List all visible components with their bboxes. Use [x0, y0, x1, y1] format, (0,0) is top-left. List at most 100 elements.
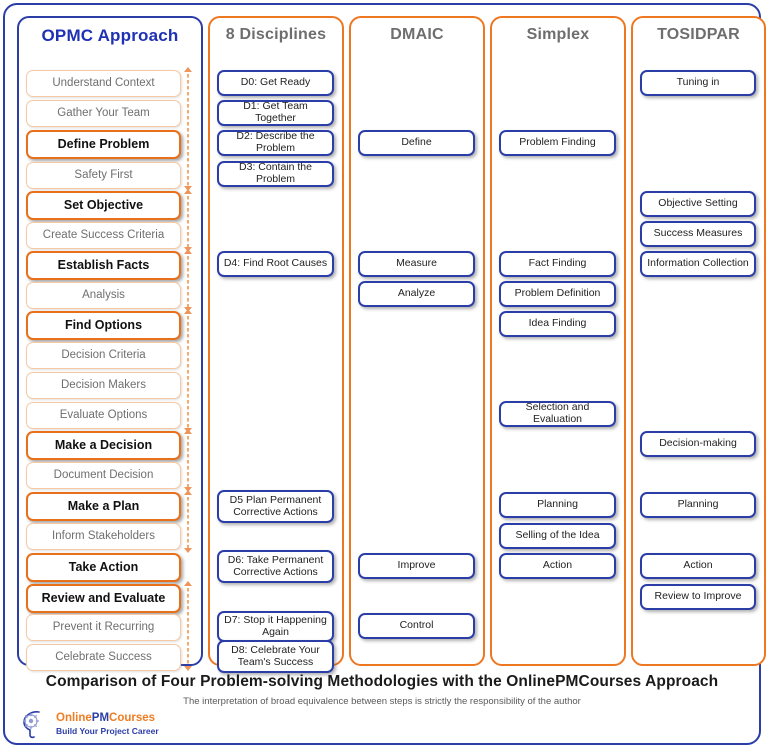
step-box[interactable]: Review and Evaluate	[26, 584, 181, 613]
column-title-opmc: OPMC Approach	[41, 26, 179, 45]
step-label: Measure	[396, 257, 437, 270]
step-label: Celebrate Success	[55, 651, 152, 664]
step-box[interactable]: Set Objective	[26, 191, 181, 220]
step-box[interactable]: Inform Stakeholders	[26, 523, 181, 550]
step-label: Gather Your Team	[57, 107, 150, 120]
step-label: Information Collection	[647, 257, 749, 270]
step-box[interactable]: Action	[499, 553, 616, 579]
step-box[interactable]: Selling of the Idea	[499, 523, 616, 549]
step-label: Prevent it Recurring	[52, 621, 155, 634]
step-box[interactable]: Review to Improve	[640, 584, 756, 610]
step-box[interactable]: D4: Find Root Causes	[217, 251, 334, 277]
step-box[interactable]: Safety First	[26, 162, 181, 189]
step-box[interactable]: Decision Makers	[26, 372, 181, 399]
step-label: Define Problem	[57, 136, 150, 151]
step-box[interactable]: Take Action	[26, 553, 181, 582]
step-label: Action	[542, 559, 573, 572]
step-box[interactable]: Measure	[358, 251, 475, 277]
step-box[interactable]: Planning	[499, 492, 616, 518]
step-label: Selection and Evaluation	[525, 401, 590, 425]
step-box[interactable]: Define Problem	[26, 130, 181, 159]
column-title-eight-disciplines: 8 Disciplines	[225, 26, 327, 43]
step-box[interactable]: Action	[640, 553, 756, 579]
step-box[interactable]: Document Decision	[26, 462, 181, 489]
step-box[interactable]: Improve	[358, 553, 475, 579]
step-box[interactable]: Selection and Evaluation	[499, 401, 616, 427]
step-box[interactable]: D1: Get Team Together	[217, 100, 334, 126]
dashed-double-arrow-icon	[184, 490, 192, 553]
step-box[interactable]: Decision-making	[640, 431, 756, 457]
figure-caption-title: Comparison of Four Problem-solving Metho…	[45, 673, 719, 690]
step-label: D8: Celebrate Your Team's Success	[231, 643, 320, 668]
step-box[interactable]: D8: Celebrate Your Team's Success	[217, 640, 334, 673]
logo-tagline: Build Your Project Career	[56, 725, 159, 736]
step-label: Review and Evaluate	[41, 590, 166, 605]
dashed-double-arrow-icon	[184, 67, 192, 191]
step-label: Selling of the Idea	[515, 529, 600, 542]
head-gear-icon	[22, 711, 40, 739]
step-label: Evaluate Options	[59, 409, 148, 422]
step-box[interactable]: Problem Definition	[499, 281, 616, 307]
step-box[interactable]: Analyze	[358, 281, 475, 307]
step-box[interactable]: D2: Describe the Problem	[217, 130, 334, 156]
step-label: Take Action	[68, 559, 139, 574]
step-box[interactable]: Gather Your Team	[26, 100, 181, 127]
step-label: Make a Plan	[67, 498, 140, 513]
logo-word-online: Online	[56, 712, 92, 724]
step-box[interactable]: Understand Context	[26, 70, 181, 97]
step-box[interactable]: Success Measures	[640, 221, 756, 247]
step-label: Problem Definition	[514, 287, 601, 300]
step-label: Safety First	[74, 169, 133, 182]
step-box[interactable]: Planning	[640, 492, 756, 518]
figure-caption-subtitle: The interpretation of broad equivalence …	[183, 696, 581, 707]
step-box[interactable]: Information Collection	[640, 251, 756, 277]
step-label: Planning	[677, 498, 719, 511]
step-label: Action	[683, 559, 713, 572]
step-box[interactable]: Idea Finding	[499, 311, 616, 337]
step-label: Document Decision	[53, 469, 154, 482]
step-box[interactable]: Fact Finding	[499, 251, 616, 277]
step-box[interactable]: Analysis	[26, 282, 181, 309]
step-box[interactable]: Tuning in	[640, 70, 756, 96]
step-box[interactable]: Control	[358, 613, 475, 639]
step-box[interactable]: Prevent it Recurring	[26, 614, 181, 641]
step-box[interactable]: D3: Contain the Problem	[217, 161, 334, 187]
step-box[interactable]: Make a Plan	[26, 492, 181, 521]
step-box[interactable]: Define	[358, 130, 475, 156]
step-label: D7: Stop it Happening Again	[224, 613, 327, 638]
step-box[interactable]: D0: Get Ready	[217, 70, 334, 96]
step-box[interactable]: D5 Plan Permanent Corrective Actions	[217, 490, 334, 523]
step-label: D6: Take Permanent Corrective Actions	[227, 553, 324, 578]
step-label: D1: Get Team Together	[243, 100, 308, 124]
dashed-double-arrow-icon	[184, 429, 192, 492]
step-box[interactable]: Evaluate Options	[26, 402, 181, 429]
step-box[interactable]: Establish Facts	[26, 251, 181, 280]
step-box[interactable]: Decision Criteria	[26, 342, 181, 369]
step-label: Control	[399, 619, 434, 632]
step-box[interactable]: Objective Setting	[640, 191, 756, 217]
step-box[interactable]: D7: Stop it Happening Again	[217, 611, 334, 642]
step-box[interactable]: Find Options	[26, 311, 181, 340]
dashed-double-arrow-icon	[184, 189, 192, 252]
onlinepmcourses-logo[interactable]: OnlinePMCourses Build Your Project Caree…	[19, 709, 159, 739]
step-label: Idea Finding	[528, 317, 587, 330]
step-box[interactable]: Celebrate Success	[26, 644, 181, 671]
step-box[interactable]: Problem Finding	[499, 130, 616, 156]
step-label: Define	[401, 136, 432, 149]
step-box[interactable]: Create Success Criteria	[26, 222, 181, 249]
step-label: Problem Finding	[519, 136, 596, 149]
step-label: D4: Find Root Causes	[223, 257, 328, 270]
step-label: Improve	[397, 559, 436, 572]
step-label: Decision Criteria	[61, 349, 146, 362]
step-label: Planning	[537, 498, 578, 511]
step-label: D5 Plan Permanent Corrective Actions	[229, 493, 322, 518]
step-box[interactable]: D6: Take Permanent Corrective Actions	[217, 550, 334, 583]
step-label: Analyze	[397, 287, 436, 300]
step-box[interactable]: Make a Decision	[26, 431, 181, 460]
step-label: Objective Setting	[658, 197, 738, 210]
step-label: Understand Context	[52, 77, 155, 90]
